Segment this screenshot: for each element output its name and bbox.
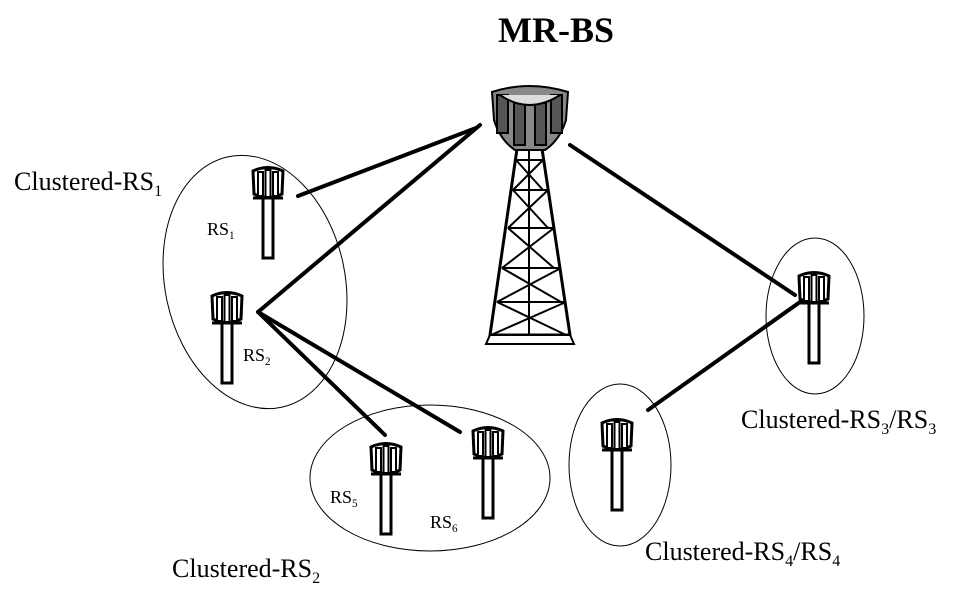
rs2-antenna-icon bbox=[210, 291, 244, 385]
rs1-antenna-icon bbox=[251, 166, 285, 260]
cluster-3-label: Clustered-RS3/RS3 bbox=[741, 405, 936, 438]
tower-icon bbox=[484, 85, 576, 345]
rs6-label: RS6 bbox=[430, 512, 458, 535]
cluster-2-ellipse bbox=[309, 404, 551, 552]
cluster-2-label: Clustered-RS2 bbox=[172, 554, 320, 585]
links bbox=[256, 123, 802, 437]
link-rs2-rs5 bbox=[256, 310, 387, 437]
rs4-antenna-icon bbox=[600, 418, 634, 512]
rs1-label: RS1 bbox=[207, 219, 235, 242]
rs5-label: RS5 bbox=[330, 487, 358, 510]
link-bs-rs1 bbox=[296, 126, 478, 198]
cluster-3-ellipse bbox=[765, 237, 865, 395]
rs3-antenna-icon bbox=[797, 271, 831, 365]
cluster-1-label: Clustered-RS1 bbox=[14, 167, 162, 200]
link-rs2-rs6 bbox=[256, 310, 462, 434]
rs6-antenna-icon bbox=[471, 426, 505, 520]
rs2-label: RS2 bbox=[243, 345, 271, 368]
rs5-antenna-icon bbox=[369, 442, 403, 536]
link-bs-rs2 bbox=[256, 123, 482, 314]
base-station-title: MR-BS bbox=[498, 10, 614, 50]
cluster-1-ellipse bbox=[162, 154, 348, 410]
cluster-4-ellipse bbox=[568, 383, 672, 547]
link-rs3-rs4 bbox=[646, 300, 802, 412]
cluster-4-label: Clustered-RS4/RS4 bbox=[645, 537, 840, 570]
link-bs-rs3 bbox=[568, 143, 797, 297]
